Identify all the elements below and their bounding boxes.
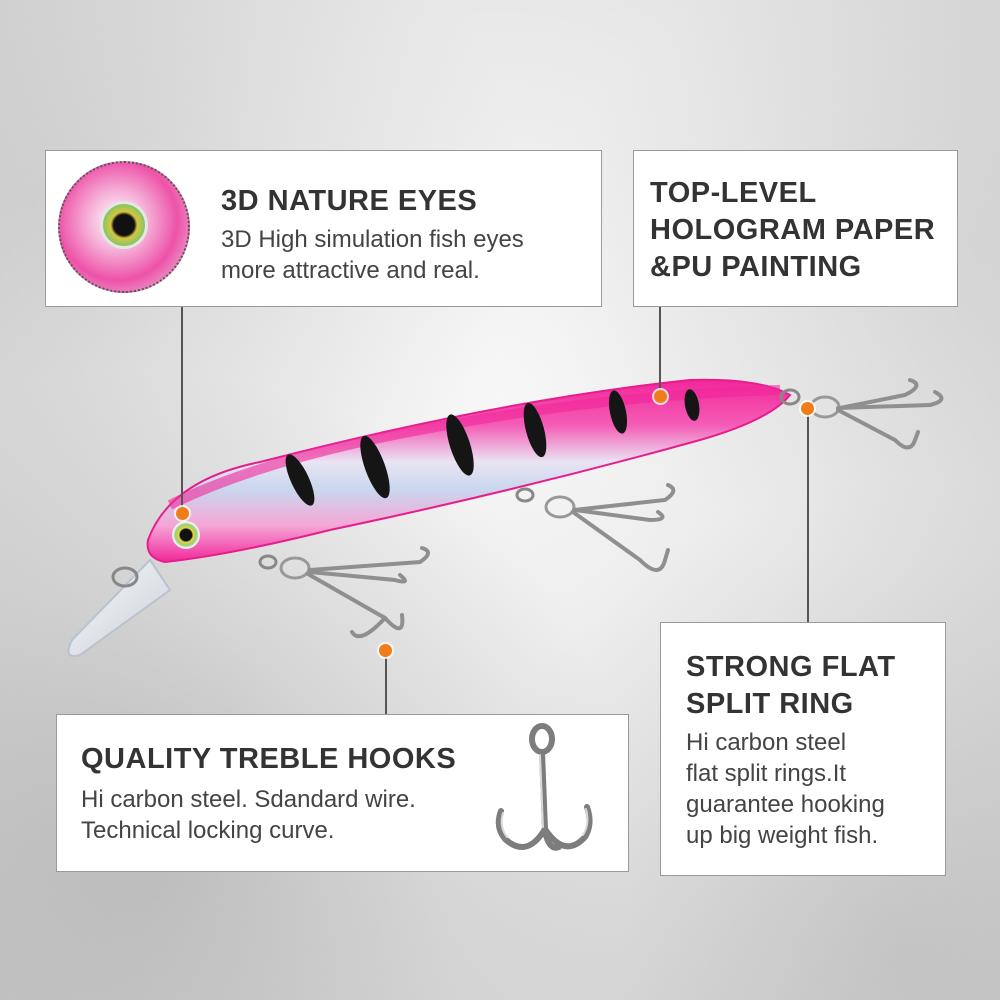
split-ring-marker-dot [801,402,814,415]
treble-hook-icon [495,723,593,851]
split-ring-desc-line-3: guarantee hooking [686,791,885,818]
hooks-callout-card: QUALITY TREBLE HOOKS Hi carbon steel. Sd… [56,714,629,872]
split-ring-desc-line-1: Hi carbon steel [686,729,847,756]
hooks-desc-line-2: Technical locking curve. [81,817,335,844]
hooks-title: QUALITY TREBLE HOOKS [81,743,457,775]
eyes-title: 3D NATURE EYES [221,185,478,217]
split-ring-desc-line-2: flat split rings.It [686,760,847,787]
hooks-leader-line [385,656,387,716]
split-ring-leader-line [807,412,809,624]
split-ring-desc-line-4: up big weight fish. [686,822,879,849]
hooks-desc-line-1: Hi carbon steel. Sdandard wire. [81,786,416,813]
hologram-callout-card: TOP-LEVEL HOLOGRAM PAPER &PU PAINTING [633,150,958,307]
eyes-marker-dot [176,507,189,520]
split-ring-title-line-1: STRONG FLAT [686,651,896,683]
hologram-leader-line [659,306,661,390]
hooks-marker-dot [379,644,392,657]
eye-icon [100,201,148,249]
hologram-title-line-3: &PU PAINTING [650,251,862,283]
split-ring-title-line-2: SPLIT RING [686,688,854,720]
eyes-callout-card: 3D NATURE EYES 3D High simulation fish e… [45,150,602,307]
split-ring-callout-card: STRONG FLAT SPLIT RING Hi carbon steel f… [660,622,946,876]
eyes-leader-line [181,306,183,512]
eyes-desc-line-1: 3D High simulation fish eyes [221,226,524,253]
eyes-desc-line-2: more attractive and real. [221,257,480,284]
hologram-marker-dot [654,390,667,403]
hologram-title-line-2: HOLOGRAM PAPER [650,214,936,246]
eye-closeup-image [58,161,190,293]
hologram-title-line-1: TOP-LEVEL [650,177,817,209]
